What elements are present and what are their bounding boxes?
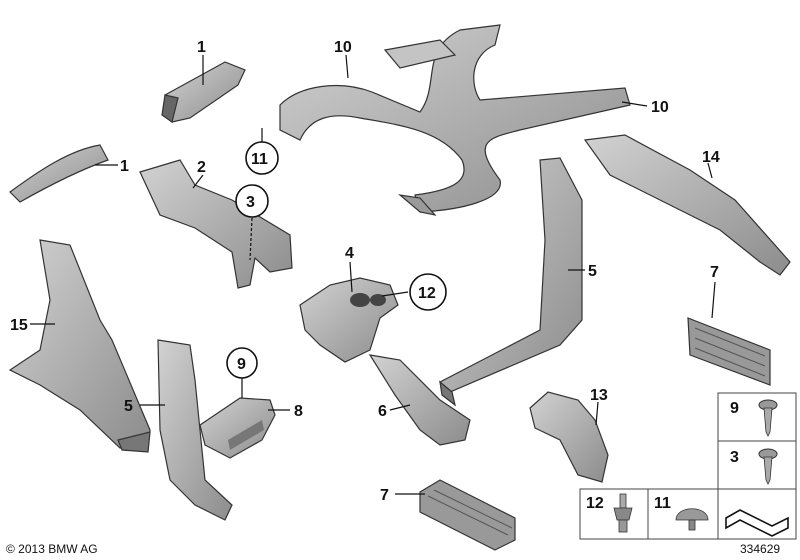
label-7-bottom: 7 [380, 487, 389, 504]
part-13-duct[interactable] [529, 391, 609, 483]
circle-9 [226, 347, 258, 379]
part-7-grille-bottom[interactable] [419, 479, 516, 551]
label-4: 4 [345, 245, 354, 262]
clip-icon [613, 493, 633, 533]
part-15-duct[interactable] [8, 239, 151, 453]
screw-icon [758, 448, 778, 485]
label-9: 9 [237, 356, 246, 373]
part-6-bracket[interactable] [368, 354, 471, 446]
label-14: 14 [702, 149, 720, 166]
legend-11-rivet: 11 [647, 488, 719, 540]
diagram-id: 334629 [740, 542, 780, 556]
label-1-left: 1 [120, 158, 129, 175]
part-5-left-duct[interactable] [157, 339, 233, 521]
part-5-right-duct[interactable] [438, 157, 583, 407]
label-11: 11 [251, 151, 268, 168]
part-14-duct[interactable] [583, 134, 791, 276]
label-10-right: 10 [651, 99, 669, 116]
gasket-icon [725, 509, 789, 537]
screw-icon [758, 399, 778, 437]
label-5-left: 5 [124, 398, 133, 415]
part-1-upper-duct[interactable] [161, 61, 246, 123]
circle-11 [245, 141, 279, 175]
part-1-left-duct[interactable] [9, 144, 109, 203]
label-13: 13 [590, 387, 608, 404]
part-7-grille-right[interactable] [687, 317, 771, 386]
legend-gasket [717, 488, 797, 540]
legend-label-9: 9 [730, 400, 739, 417]
legend-9-screw: 9 [717, 392, 797, 442]
label-8: 8 [294, 403, 303, 420]
legend-3-screw: 3 [717, 440, 797, 490]
part-4-vent-housing[interactable] [299, 277, 399, 363]
legend-label-3: 3 [730, 449, 739, 466]
label-1-upper: 1 [197, 39, 206, 56]
label-5-right: 5 [588, 263, 597, 280]
label-12: 12 [418, 285, 436, 302]
part-10-main-duct[interactable] [279, 24, 631, 216]
label-15: 15 [10, 317, 28, 334]
legend-12-clip: 12 [579, 488, 649, 540]
legend-label-12: 12 [586, 495, 604, 512]
rivet-icon [675, 508, 709, 531]
circle-3 [235, 184, 269, 218]
label-3: 3 [246, 194, 255, 211]
label-7-right: 7 [710, 264, 719, 281]
label-10-top: 10 [334, 39, 352, 56]
circle-12 [409, 273, 447, 311]
label-2: 2 [197, 159, 206, 176]
copyright: © 2013 BMW AG [6, 542, 98, 556]
legend-label-11: 11 [654, 495, 671, 512]
label-6: 6 [378, 403, 387, 420]
part-2-duct[interactable] [139, 159, 293, 289]
leader-lines [30, 54, 716, 495]
part-8-grille[interactable] [199, 397, 276, 459]
